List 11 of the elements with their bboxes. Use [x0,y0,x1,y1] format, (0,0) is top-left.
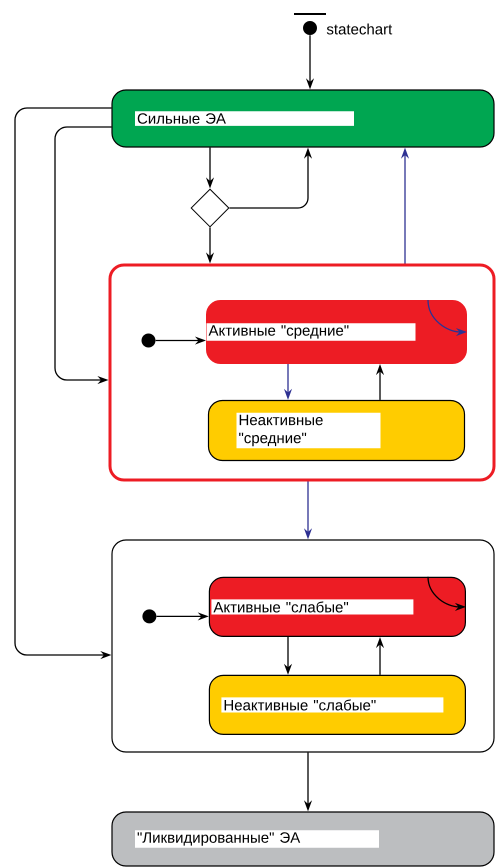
state-box: Неактивные "средние" [208,400,466,462]
initial-state [294,13,326,35]
initial-state [142,334,156,348]
state-box: "Ликвидированные" ЭА [111,811,495,867]
state-label: statechart [326,24,392,34]
initial-state [142,609,156,624]
decision-diamond [190,188,230,228]
state-box: Активные "слабые" [208,576,466,637]
state-box: Неактивные "слабые" [208,674,466,735]
state-box: Активные "средние" [206,300,467,364]
state-box: Сильные ЭА [111,89,495,148]
